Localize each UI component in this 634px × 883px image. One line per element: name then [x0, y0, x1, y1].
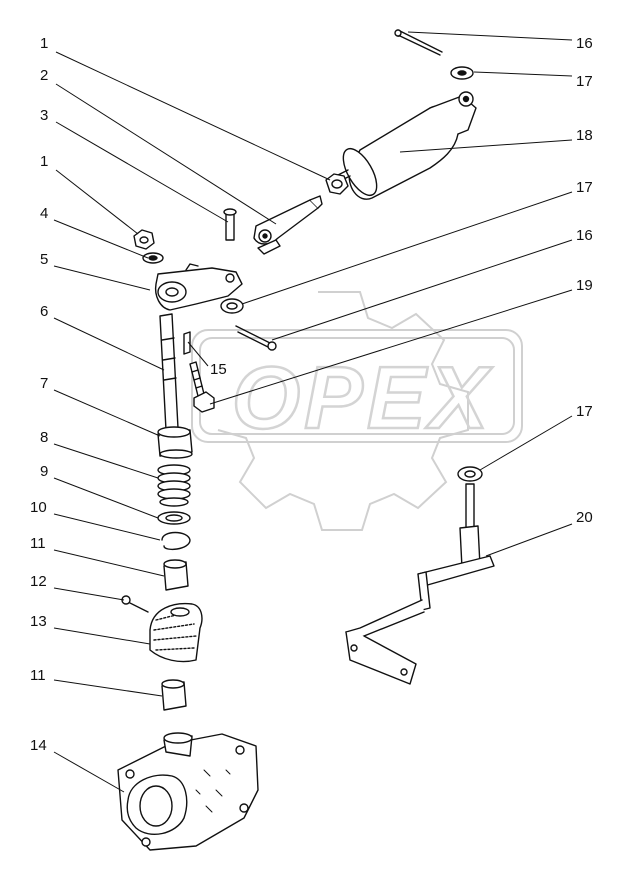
washer-part-9: [157, 511, 191, 525]
callout-16a: 16: [576, 35, 593, 52]
shaft-part-6: [159, 313, 179, 431]
callout-4: 4: [40, 205, 48, 222]
callout-13: 13: [30, 613, 47, 630]
spring-part-8: [157, 464, 191, 507]
callout-14: 14: [30, 737, 47, 754]
callout-1b: 1: [40, 153, 48, 170]
callout-20: 20: [576, 509, 593, 526]
cotter-pin-part-16-middle: [235, 325, 277, 351]
callout-17b: 17: [576, 179, 593, 196]
washer-part-17-lower: [457, 466, 483, 482]
washer-part-17-middle: [220, 298, 244, 314]
callout-5: 5: [40, 251, 48, 268]
callout-7: 7: [40, 375, 48, 392]
callout-17c: 17: [576, 403, 593, 420]
hydraulic-cylinder-part-18: [335, 91, 477, 200]
callout-12: 12: [30, 573, 47, 590]
callout-11a: 11: [30, 535, 46, 552]
callout-9: 9: [40, 463, 48, 480]
callout-labels: 1 2 3 1 4 5 6 7 8 9 10 11 12 13 11 14 16…: [30, 35, 593, 754]
nut-part-1-top: [325, 173, 349, 195]
callout-18: 18: [576, 127, 593, 144]
callout-2: 2: [40, 67, 48, 84]
key-part-15: [183, 331, 191, 355]
callout-6: 6: [40, 303, 48, 320]
callout-1a: 1: [40, 35, 48, 52]
watermark-text: OPEX: [232, 348, 494, 447]
callout-19: 19: [576, 277, 593, 294]
cotter-pin-part-16-top: [394, 29, 443, 56]
bushing-part-11-top: [163, 559, 189, 591]
bolt-part-19: [189, 361, 215, 413]
lever-part-5: [154, 263, 243, 311]
bushing-part-11-bottom: [161, 679, 187, 711]
clevis-fork-part-2: [253, 195, 323, 255]
snap-ring-part-10: [161, 531, 191, 551]
callout-16b: 16: [576, 227, 593, 244]
watermark-gear-icon: [217, 291, 469, 531]
gear-segment-part-13: [149, 602, 203, 663]
bolt-part-12: [121, 595, 149, 613]
bushing-part-7: [157, 426, 193, 459]
opex-watermark: OPEX: [191, 291, 523, 531]
watermark-frame: [191, 329, 523, 443]
callout-17a: 17: [576, 73, 593, 90]
nut-part-1-left: [133, 229, 155, 250]
callout-3: 3: [40, 107, 48, 124]
callout-11b: 11: [30, 667, 46, 684]
housing-part-14: [117, 732, 259, 851]
washer-part-17-top: [450, 66, 474, 80]
callout-8: 8: [40, 429, 48, 446]
washer-part-4: [142, 252, 164, 264]
bracket-part-20: [345, 483, 495, 685]
pin-part-3: [223, 208, 237, 241]
leader-lines: [53, 31, 573, 793]
callout-10: 10: [30, 499, 47, 516]
callout-15: 15: [210, 361, 227, 378]
